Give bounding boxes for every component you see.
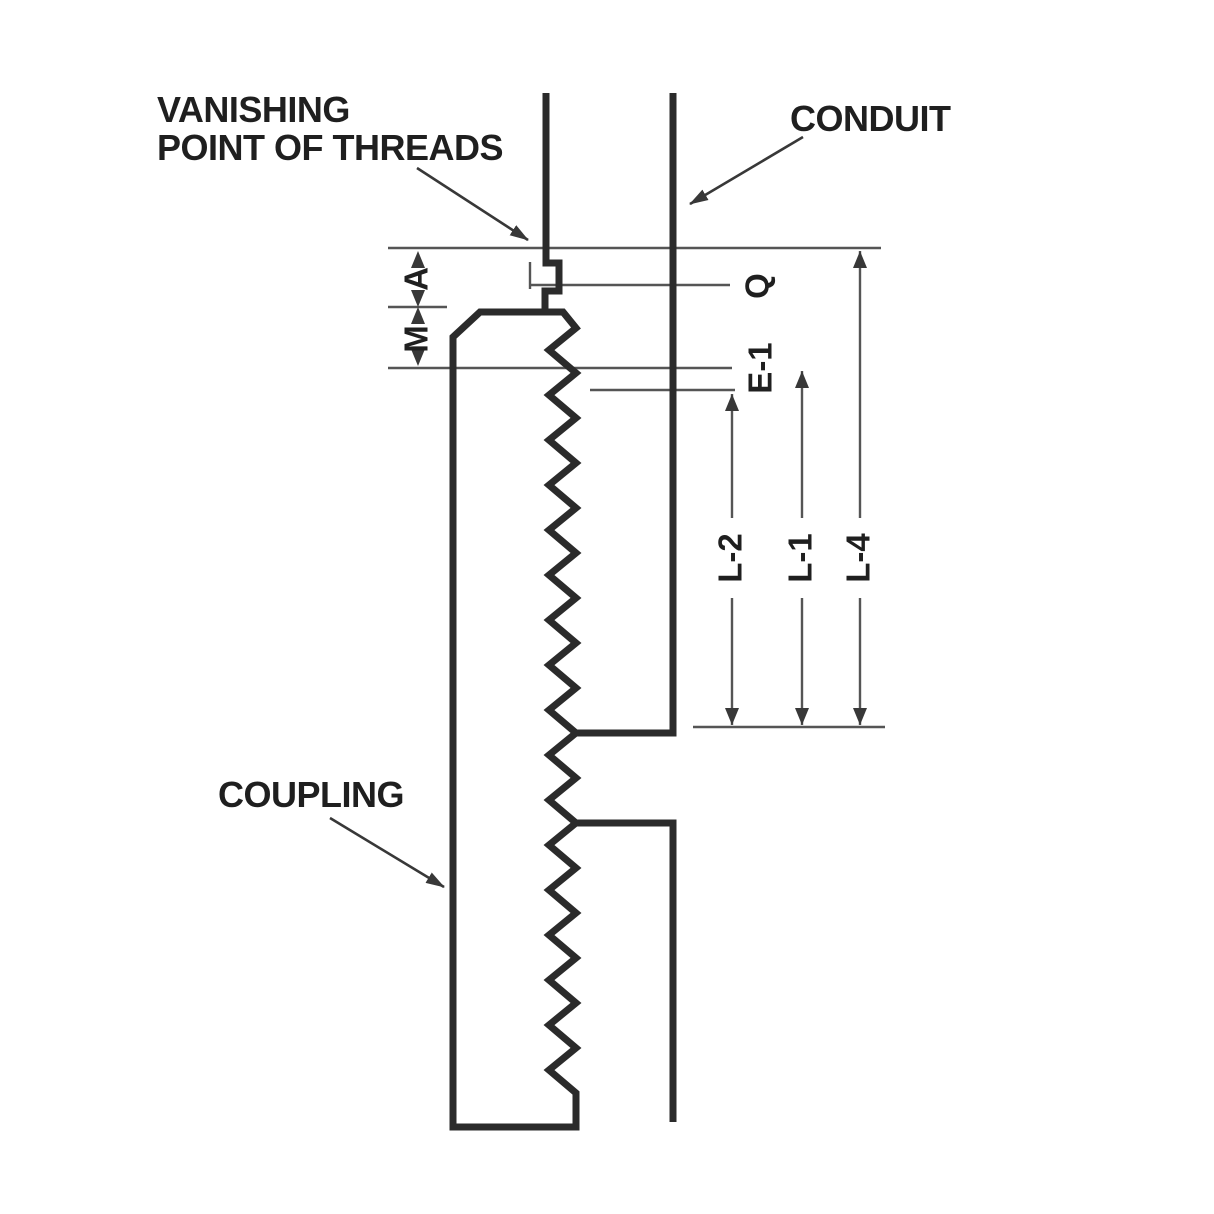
dimension-label-l2: L-2 bbox=[712, 533, 749, 583]
m-top-arrow-icon bbox=[411, 307, 425, 324]
l1-top-arrow-icon bbox=[795, 371, 809, 388]
l1-bottom-arrow-icon bbox=[795, 708, 809, 725]
vanishing-point-leader-arrow-icon bbox=[416, 166, 529, 242]
dimension-label-q: Q bbox=[739, 273, 776, 299]
coupling-body-with-threads bbox=[449, 308, 582, 1131]
upper-conduit-left-wall bbox=[541, 93, 563, 314]
vanishing-point-label-line1: VANISHING bbox=[157, 89, 350, 130]
lower-conduit-outline bbox=[574, 819, 677, 1122]
conduit-leader-arrow-icon bbox=[689, 135, 804, 206]
leader-arrows bbox=[329, 135, 804, 889]
dimension-label-a: A bbox=[398, 267, 435, 291]
coupling-leader-arrow-icon bbox=[329, 816, 445, 889]
vanishing-point-label-line2: POINT OF THREADS bbox=[157, 127, 503, 168]
labels: VANISHING POINT OF THREADS CONDUIT COUPL… bbox=[157, 89, 951, 815]
part-outlines bbox=[449, 93, 677, 1131]
dimension-label-m: M bbox=[398, 325, 435, 353]
l4-bottom-arrow-icon bbox=[853, 708, 867, 725]
dimension-reference-lines bbox=[388, 246, 885, 729]
conduit-label: CONDUIT bbox=[790, 98, 951, 139]
dimension-label-e1: E-1 bbox=[742, 342, 779, 393]
l2-top-arrow-icon bbox=[725, 394, 739, 411]
dimension-label-l1: L-1 bbox=[782, 533, 819, 583]
a-top-arrow-icon bbox=[411, 251, 425, 268]
a-bottom-arrow-icon bbox=[411, 290, 425, 307]
dimension-label-l4: L-4 bbox=[840, 533, 877, 583]
coupling-label: COUPLING bbox=[218, 774, 404, 815]
upper-conduit-right-wall-and-end bbox=[574, 93, 677, 737]
dimension-arrowheads bbox=[411, 251, 867, 725]
l4-top-arrow-icon bbox=[853, 251, 867, 268]
m-bottom-arrow-icon bbox=[411, 349, 425, 366]
l2-bottom-arrow-icon bbox=[725, 708, 739, 725]
